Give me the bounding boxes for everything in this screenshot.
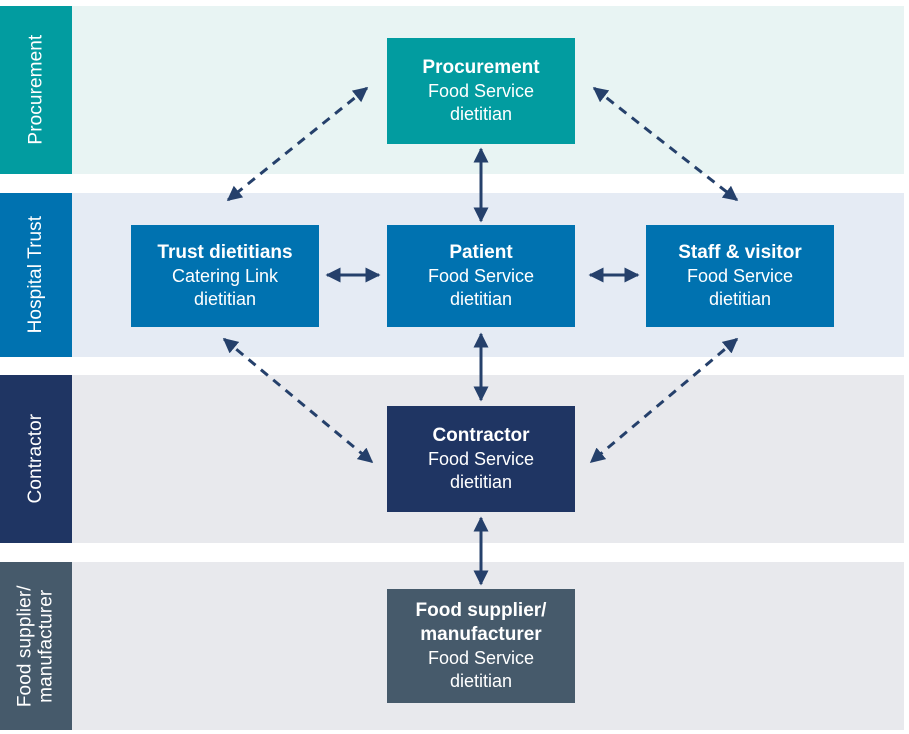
trust-dietitians-node-subtitle: Catering Link dietitian — [171, 266, 279, 309]
patient-node-title: Patient — [449, 242, 513, 264]
band-procurement: Procurement — [0, 6, 904, 174]
staff-visitor-node-subtitle: Food Service dietitian — [686, 266, 794, 309]
band-label-text-hospital-trust: Hospital Trust — [25, 216, 47, 334]
patient-node-subtitle: Food Service dietitian — [427, 266, 535, 309]
band-label-text-contractor: Contractor — [25, 414, 47, 504]
band-label-text-procurement: Procurement — [25, 35, 47, 145]
band-label-food-supplier-manufacturer: Food supplier/ manufacturer — [0, 562, 72, 730]
band-label-text-food-supplier-manufacturer: Food supplier/ manufacturer — [14, 585, 57, 707]
procurement-node-title: Procurement — [422, 57, 540, 79]
trust-dietitians-node-title: Trust dietitians — [157, 242, 293, 264]
contractor-node-subtitle: Food Service dietitian — [427, 449, 535, 492]
band-label-contractor: Contractor — [0, 375, 72, 543]
band-label-procurement: Procurement — [0, 6, 72, 174]
food-supplier-node-title: Food supplier/ manufacturer — [415, 600, 547, 646]
food-supplier-node-subtitle: Food Service dietitian — [427, 648, 535, 691]
contractor-node-title: Contractor — [432, 425, 530, 447]
band-label-hospital-trust: Hospital Trust — [0, 193, 72, 357]
procurement-node-subtitle: Food Service dietitian — [427, 81, 535, 124]
staff-visitor-node-title: Staff & visitor — [678, 242, 802, 264]
